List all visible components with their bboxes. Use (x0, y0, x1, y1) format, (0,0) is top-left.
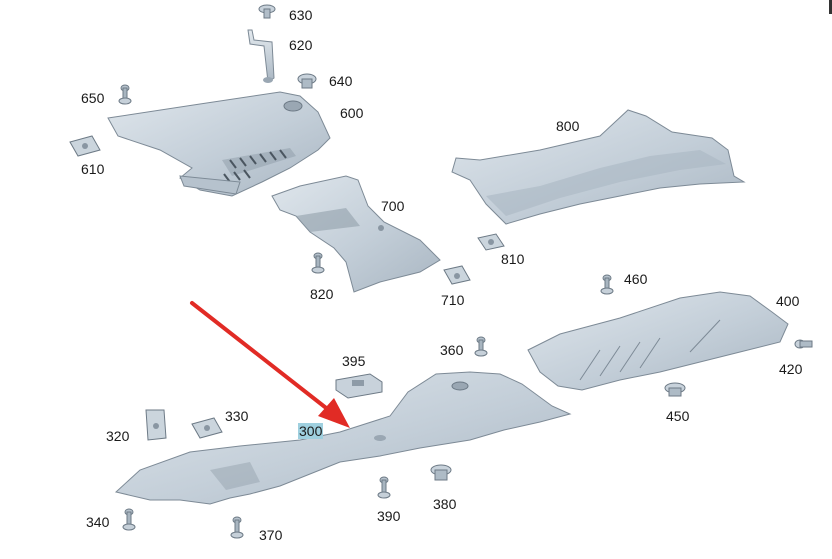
part-620-bracket (247, 29, 275, 83)
label-610: 610 (81, 161, 105, 177)
corner-mark (829, 0, 832, 14)
label-700: 700 (381, 198, 405, 214)
label-320: 320 (106, 428, 130, 444)
part-610-clip (69, 135, 101, 157)
part-810-clip (477, 233, 505, 251)
part-820-screw (311, 252, 325, 274)
part-420-fastener (794, 339, 813, 349)
label-360: 360 (440, 342, 464, 358)
label-330: 330 (225, 408, 249, 424)
label-820: 820 (310, 286, 334, 302)
part-800-tunnel-shield (451, 109, 746, 225)
red-arrow-icon (190, 301, 350, 428)
label-650: 650 (81, 90, 105, 106)
label-630: 630 (289, 7, 313, 23)
label-710: 710 (441, 292, 465, 308)
part-640-nut (297, 73, 317, 89)
part-400-panel (527, 291, 789, 391)
part-700-shield (271, 175, 441, 293)
part-390-screw (377, 476, 391, 499)
part-320-clip (145, 409, 167, 441)
part-710-clip (443, 265, 471, 285)
label-800: 800 (556, 118, 580, 134)
label-370: 370 (259, 527, 283, 543)
part-650-screw (118, 84, 132, 105)
part-450-nut (664, 382, 686, 397)
part-600-panel (107, 91, 331, 197)
part-460-screw (600, 274, 614, 295)
label-450: 450 (666, 408, 690, 424)
label-400: 400 (776, 293, 800, 309)
label-380: 380 (433, 496, 457, 512)
part-630-fastener (258, 4, 276, 19)
part-380-nut (430, 464, 452, 481)
label-340: 340 (86, 514, 110, 530)
label-300-highlighted: 300 (298, 423, 324, 439)
part-330-clip (191, 417, 223, 439)
label-640: 640 (329, 73, 353, 89)
label-810: 810 (501, 251, 525, 267)
label-600: 600 (340, 105, 364, 121)
part-340-screw (122, 508, 136, 531)
label-395: 395 (342, 353, 366, 369)
label-460: 460 (624, 271, 648, 287)
label-420: 420 (779, 361, 803, 377)
part-395-block (335, 373, 383, 399)
label-620: 620 (289, 37, 313, 53)
part-360-screw (474, 336, 488, 357)
part-370-screw (230, 516, 244, 539)
label-390: 390 (377, 508, 401, 524)
